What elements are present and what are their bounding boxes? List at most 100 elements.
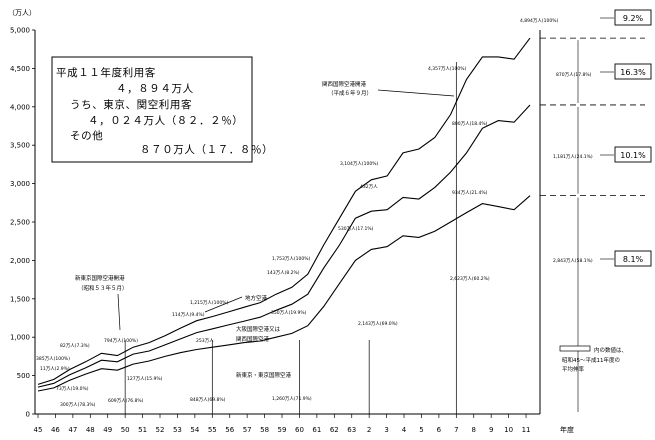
x-tick-label: 11 bbox=[522, 426, 531, 434]
annotation-s55_other: 114万人(9.4%) bbox=[172, 312, 205, 318]
y-tick-label: 2,000 bbox=[10, 257, 30, 265]
annotation-s45_osaka: 73万人(19.0%) bbox=[56, 386, 89, 392]
annotation-s55_tokyo: 848万人(69.8%) bbox=[190, 397, 226, 403]
growth-rate-label: 16.3% bbox=[620, 68, 646, 77]
annotation-s60_tokyo: 1,260万人(71.9%) bbox=[272, 396, 312, 402]
growth-rate-label: 9.2% bbox=[623, 14, 644, 23]
y-ticks: 0 500 1,000 1,500 2,000 2,500 3,000 3,500 4,000 4… bbox=[10, 27, 35, 419]
annotation-s60_osaka: 350万人(19.9%) bbox=[271, 310, 307, 316]
growth-box bbox=[614, 9, 652, 26]
reference-lines bbox=[540, 37, 645, 412]
annotation-s60_other: 143万人(8.2%) bbox=[267, 270, 300, 276]
x-tick-label: 57 bbox=[243, 426, 252, 434]
annotation-s55_osaka: 253万人 bbox=[196, 338, 214, 344]
x-tick-label: 59 bbox=[278, 426, 287, 434]
y-tick-label: 0 bbox=[26, 411, 30, 419]
series-line-haneda bbox=[37, 195, 531, 392]
x-tick-label: 55 bbox=[208, 426, 217, 434]
annotation-s47_other: 82万人(7.3%) bbox=[60, 343, 90, 349]
point-annotations: 385万人(100%) 11万人(2.9%) 82万人(7.3%) 73万人(19.0… bbox=[36, 18, 593, 408]
annotation-h2_total: 3,104万人(100%) bbox=[340, 161, 379, 167]
annotation-s50_total: 794万人(100%) bbox=[104, 338, 138, 344]
x-tick-label: 62 bbox=[330, 426, 339, 434]
annotation-s45_other: 11万人(2.9%) bbox=[40, 366, 70, 372]
growth-rate-label: 10.1% bbox=[620, 151, 646, 160]
summary-line2: ４，８９４万人 bbox=[116, 83, 194, 95]
growth-box bbox=[614, 63, 652, 80]
kansai-open-arrow bbox=[377, 89, 455, 97]
x-axis-title: 年度 bbox=[560, 425, 574, 434]
annotation-h2_osaka: 530万人(17.1%) bbox=[338, 226, 374, 232]
x-tick-label: 4 bbox=[402, 426, 407, 434]
annotation-h2_tokyo: 2,143万人(69.0%) bbox=[358, 321, 398, 327]
growth-rate-label: 8.1% bbox=[623, 255, 644, 264]
growth-box bbox=[614, 250, 652, 267]
osaka-label-1: 大阪国際空港又は bbox=[236, 325, 281, 333]
annotation-s50_osaka: 127万人(15.9%) bbox=[127, 376, 163, 382]
x-tick-label: 50 bbox=[121, 426, 130, 434]
summary-line1: 平成１１年度利用客 bbox=[56, 66, 156, 79]
series-line-tokyo_kansai bbox=[37, 104, 531, 388]
x-tick-label: 5 bbox=[419, 426, 423, 434]
y-tick-label: 3,000 bbox=[10, 180, 30, 188]
annotation-h7_tokyo: 2,623万人(60.2%) bbox=[450, 276, 490, 282]
x-tick-label: 48 bbox=[86, 426, 95, 434]
x-tick-label: 58 bbox=[260, 426, 269, 434]
annotation-h2_other: 432万人 bbox=[360, 184, 378, 190]
legend-note-3: 平均伸率 bbox=[562, 365, 585, 373]
y-tick-label: 1,000 bbox=[10, 334, 30, 342]
y-tick-label: 2,500 bbox=[10, 219, 30, 227]
new-tokyo-arrow bbox=[117, 293, 121, 331]
annotation-h11_total: 4,894万人(100%) bbox=[520, 18, 559, 24]
x-tick-label: 7 bbox=[454, 426, 458, 434]
summary-box bbox=[51, 56, 253, 163]
x-tick-label: 49 bbox=[103, 426, 112, 434]
x-tick-label: 3 bbox=[384, 426, 388, 434]
x-tick-label: 10 bbox=[504, 426, 513, 434]
y-tick-label: 4,000 bbox=[10, 103, 30, 111]
tokyo-intl-label: 新東京・東京国際空港 bbox=[236, 371, 292, 379]
series-line-total bbox=[37, 37, 531, 385]
x-tick-label: 2 bbox=[367, 426, 371, 434]
x-tick-label: 63 bbox=[347, 426, 356, 434]
legend-note-1: 内の数値は、 bbox=[594, 346, 627, 354]
local-airports-arrow bbox=[204, 296, 243, 313]
annotation-h7_osaka: 934万人(21.4%) bbox=[452, 190, 488, 196]
new-tokyo-label-1: 新東京国際空港開港 bbox=[75, 274, 125, 282]
summary-line4: ４，０２４万人（８２．２％） bbox=[88, 115, 243, 127]
annotation-s55_total: 1,215万人(100%) bbox=[190, 300, 229, 306]
osaka-label-2: 関西国際空港 bbox=[236, 335, 270, 343]
annotation-h11_other: 870万人(17.8%) bbox=[556, 72, 592, 78]
kansai-open-label-2: （平成６年９月） bbox=[328, 89, 372, 97]
y-tick-label: 3,500 bbox=[10, 142, 30, 150]
x-tick-label: 60 bbox=[295, 426, 304, 434]
legend-swatch bbox=[559, 345, 591, 352]
annotation-h11_tokyo: 2,843万人(58.1%) bbox=[553, 258, 593, 264]
y-tick-label: 1,500 bbox=[10, 295, 30, 303]
growth-box bbox=[614, 146, 652, 163]
annotation-h7_other: 800万人(18.4%) bbox=[452, 121, 488, 127]
annotation-s45_tokyo: 300万人(78.3%) bbox=[60, 402, 96, 408]
annotation-s45_total: 385万人(100%) bbox=[36, 356, 70, 362]
annotation-h7_total: 4,357万人(100%) bbox=[428, 66, 467, 72]
series-lines bbox=[37, 37, 531, 392]
x-tick-label: 53 bbox=[173, 426, 182, 434]
x-tick-label: 52 bbox=[156, 426, 165, 434]
annotation-s50_tokyo: 609万人(76.8%) bbox=[108, 398, 144, 404]
x-tick-label: 45 bbox=[34, 426, 43, 434]
x-tick-label: 54 bbox=[190, 426, 199, 434]
x-tick-label: 61 bbox=[312, 426, 321, 434]
y-tick-label: 500 bbox=[17, 372, 30, 380]
growth-rate-boxes: 9.2% 16.3% 10.1% 8.1% bbox=[600, 9, 652, 267]
x-tick-label: 9 bbox=[489, 426, 493, 434]
x-tick-label: 47 bbox=[68, 426, 77, 434]
legend-note-2: 昭和45～平成11年度の bbox=[562, 356, 620, 364]
new-tokyo-label-2: （昭和５３年５月） bbox=[78, 284, 128, 292]
y-tick-label: 4,500 bbox=[10, 65, 30, 73]
x-tick-label: 46 bbox=[51, 426, 60, 434]
summary-line5: その他 bbox=[70, 129, 103, 142]
kansai-open-label-1: 関西国際空港開港 bbox=[322, 80, 367, 88]
annotation-h11_osaka: 1,181万人(24.1%) bbox=[553, 154, 593, 160]
summary-line6: ８７０万人（１７．８％） bbox=[140, 144, 273, 156]
